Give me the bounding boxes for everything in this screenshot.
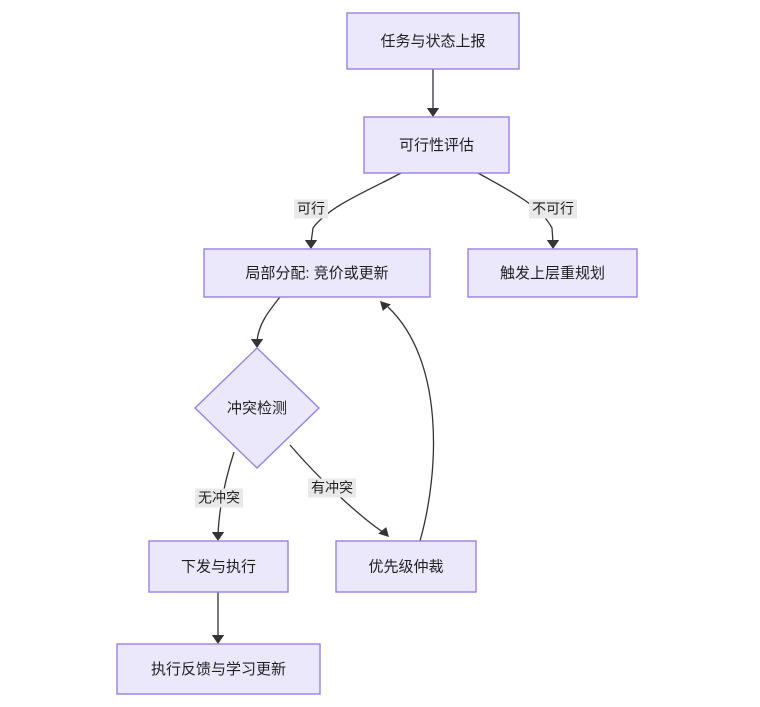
node-label: 任务与状态上报 — [380, 33, 485, 50]
edge-label-background — [294, 199, 328, 219]
edge-label-text: 可行 — [297, 201, 325, 217]
process-shape — [148, 540, 289, 593]
flow-node-n1[interactable]: 任务与状态上报 — [346, 12, 520, 70]
flow-node-n3[interactable]: 局部分配: 竞价或更新 — [203, 248, 431, 298]
process-shape — [467, 248, 638, 298]
node-label: 触发上层重规划 — [500, 265, 605, 282]
edge-n2-to-n3 — [304, 172, 402, 249]
node-label: 局部分配: 竞价或更新 — [245, 264, 388, 282]
edge-label-text: 不可行 — [532, 201, 574, 217]
edge-label-n2-to-n3: 可行 — [294, 199, 328, 219]
arrowhead-icon — [378, 527, 389, 537]
edge-n6-to-n8 — [211, 592, 225, 644]
flow-node-n8[interactable]: 执行反馈与学习更新 — [116, 643, 321, 695]
edge-label-text: 有冲突 — [311, 480, 353, 496]
arrowhead-icon — [211, 532, 225, 541]
node-label: 优先级仲裁 — [368, 558, 443, 575]
arrowhead-icon — [426, 108, 440, 117]
flow-node-n5[interactable]: 冲突检测 — [193, 347, 321, 469]
edge-label-background — [308, 478, 356, 498]
process-shape — [363, 116, 510, 174]
process-shape — [335, 540, 477, 593]
decision-shape — [193, 347, 321, 469]
arrowhead-icon — [304, 240, 318, 249]
process-shape — [203, 248, 431, 298]
arrowhead-icon — [211, 635, 225, 644]
edge-label-n5-to-n6: 无冲突 — [195, 488, 243, 508]
node-label: 执行反馈与学习更新 — [151, 661, 286, 678]
edge-n1-to-n2 — [426, 69, 440, 117]
edge-line — [310, 172, 402, 244]
edge-label-n5-to-n7: 有冲突 — [308, 478, 356, 498]
edge-line — [477, 172, 554, 244]
edge-n2-to-n4 — [477, 172, 560, 249]
edge-label-background — [195, 488, 243, 508]
flow-node-n7[interactable]: 优先级仲裁 — [335, 540, 477, 593]
flow-node-n4[interactable]: 触发上层重规划 — [467, 248, 638, 298]
edges-layer — [211, 69, 560, 644]
node-label: 冲突检测 — [227, 400, 287, 417]
process-shape — [116, 643, 321, 695]
arrowhead-icon — [250, 339, 264, 348]
edge-n3-to-n5 — [250, 296, 281, 348]
edge-line — [256, 296, 281, 343]
edge-label-n2-to-n4: 不可行 — [529, 199, 577, 219]
process-shape — [346, 12, 520, 70]
edge-n7-to-n3 — [380, 301, 435, 542]
node-label: 可行性评估 — [399, 137, 474, 154]
edge-label-text: 无冲突 — [198, 490, 240, 506]
edge-label-background — [529, 199, 577, 219]
flow-node-n6[interactable]: 下发与执行 — [148, 540, 289, 593]
arrowhead-icon — [546, 240, 560, 249]
flow-node-n2[interactable]: 可行性评估 — [363, 116, 510, 174]
edge-line — [387, 306, 435, 542]
arrowhead-icon — [380, 301, 391, 311]
node-label: 下发与执行 — [181, 558, 256, 575]
